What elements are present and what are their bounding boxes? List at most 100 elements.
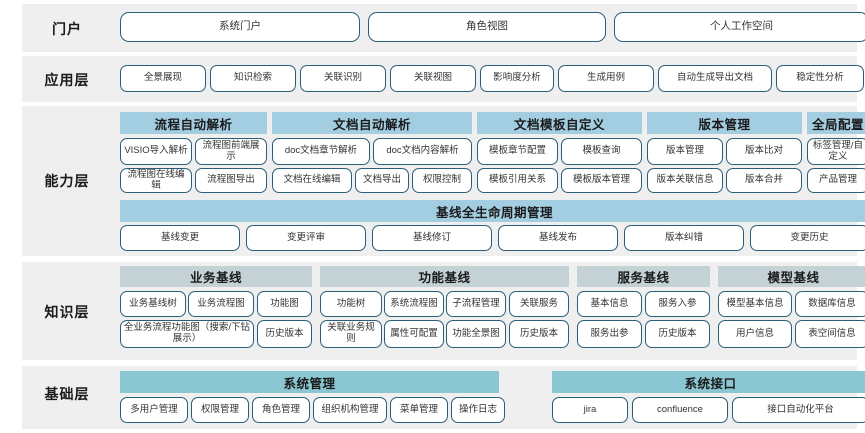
application-item-6[interactable]: 自动生成导出文档	[658, 65, 772, 92]
capability-group-4-header: 全局配置	[807, 112, 865, 134]
lifecycle-item-1[interactable]: 变更评审	[246, 225, 366, 251]
knowledge-group-2-item-1-0[interactable]: 服务出参	[577, 320, 642, 348]
knowledge-group-0-item-0-1[interactable]: 业务流程图	[188, 291, 254, 317]
foundation-group-0: 系统管理 多用户管理 权限管理 角色管理 组织机构管理 菜单管理 操作日志	[120, 371, 505, 423]
capability-group-1-item-1-0[interactable]: 文档在线编辑	[272, 168, 352, 193]
knowledge-group-0-item-0-2[interactable]: 功能图	[257, 291, 312, 317]
capability-group-1-item-0-1[interactable]: doc文档内容解析	[373, 138, 472, 165]
knowledge-group-2-header: 服务基线	[577, 266, 710, 287]
application-item-1[interactable]: 知识检索	[210, 65, 296, 92]
capability-group-1-item-1-1[interactable]: 文档导出	[355, 168, 409, 193]
foundation-group-0-item-4[interactable]: 菜单管理	[390, 397, 448, 423]
capability-group-2: 文档模板自定义 模板章节配置 模板查询 模板引用关系 模板版本管理	[477, 112, 642, 193]
capability-group-0-item-0-0[interactable]: VISIO导入解析	[120, 138, 192, 165]
capability-group-3-header: 版本管理	[647, 112, 802, 134]
capability-group-1-item-0-0[interactable]: doc文档章节解析	[272, 138, 370, 165]
foundation-group-1-item-jira[interactable]: jira	[552, 397, 628, 423]
capability-group-3-item-1-1[interactable]: 版本合并	[726, 168, 802, 193]
knowledge-group-0-item-1-0[interactable]: 全业务流程功能图（搜索/下钻展示）	[120, 320, 254, 348]
layer-band-application: 应用层 全景展现 知识检索 关联识别 关联视图 影响度分析 生成用例 自动生成导…	[22, 56, 864, 102]
knowledge-group-1-header: 功能基线	[320, 266, 569, 287]
capability-group-0: 流程自动解析 VISIO导入解析 流程图前端展示 流程图在线编辑 流程图导出	[120, 112, 267, 193]
foundation-group-0-item-2[interactable]: 角色管理	[252, 397, 310, 423]
portal-item-0[interactable]: 系统门户	[120, 12, 360, 42]
layer-body-knowledge: 业务基线 业务基线树 业务流程图 功能图 全业务流程功能图（搜索/下钻展示） 历…	[114, 262, 865, 360]
application-item-4[interactable]: 影响度分析	[480, 65, 554, 92]
capability-group-2-item-0-0[interactable]: 模板章节配置	[477, 138, 558, 165]
lifecycle-item-4[interactable]: 版本纠错	[624, 225, 744, 251]
knowledge-group-2-item-0-1[interactable]: 服务入参	[645, 291, 710, 317]
foundation-group-0-item-5[interactable]: 操作日志	[451, 397, 505, 423]
knowledge-group-0-item-1-1[interactable]: 历史版本	[257, 320, 312, 348]
capability-group-1-item-1-2[interactable]: 权限控制	[412, 168, 472, 193]
layer-label-foundation: 基础层	[44, 386, 90, 402]
knowledge-group-1-item-1-2[interactable]: 功能全景图	[446, 320, 506, 348]
portal-item-1[interactable]: 角色视图	[368, 12, 606, 42]
knowledge-group-2-item-1-1[interactable]: 历史版本	[645, 320, 710, 348]
capability-group-3-item-0-0[interactable]: 版本管理	[647, 138, 723, 165]
knowledge-group-1-item-0-0[interactable]: 功能树	[320, 291, 382, 317]
capability-group-1: 文档自动解析 doc文档章节解析 doc文档内容解析 文档在线编辑 文档导出 权…	[272, 112, 472, 193]
foundation-group-0-header: 系统管理	[120, 371, 499, 393]
capability-group-2-item-1-1[interactable]: 模板版本管理	[561, 168, 642, 193]
knowledge-group-1-item-0-1[interactable]: 系统流程图	[384, 291, 444, 317]
layer-label-capability: 能力层	[44, 173, 90, 189]
knowledge-group-1-item-0-3[interactable]: 关联服务	[509, 291, 569, 317]
knowledge-group-2-item-0-0[interactable]: 基本信息	[577, 291, 642, 317]
knowledge-group-1-item-1-1[interactable]: 属性可配置	[384, 320, 444, 348]
knowledge-group-1-item-0-2[interactable]: 子流程管理	[446, 291, 506, 317]
foundation-group-1-item-confluence[interactable]: confluence	[632, 397, 728, 423]
capability-group-3-item-0-1[interactable]: 版本比对	[726, 138, 802, 165]
layer-body-portal: 系统门户 角色视图 个人工作空间	[114, 4, 865, 52]
layer-body-application: 全景展现 知识检索 关联识别 关联视图 影响度分析 生成用例 自动生成导出文档 …	[114, 56, 864, 102]
application-item-7[interactable]: 稳定性分析	[776, 65, 864, 92]
capability-lifecycle-header: 基线全生命周期管理	[120, 200, 865, 222]
portal-item-2[interactable]: 个人工作空间	[614, 12, 865, 42]
capability-group-4-item-0-0[interactable]: 标签管理/自定义	[807, 138, 865, 165]
foundation-group-0-item-1[interactable]: 权限管理	[191, 397, 249, 423]
capability-group-4-item-1-0[interactable]: 产品管理	[807, 168, 865, 193]
lifecycle-item-5[interactable]: 变更历史	[750, 225, 865, 251]
foundation-group-0-item-0[interactable]: 多用户管理	[120, 397, 188, 423]
knowledge-group-3: 模型基线 模型基本信息 数据库信息 用户信息 表空间信息	[718, 266, 865, 348]
knowledge-group-0-header: 业务基线	[120, 266, 312, 287]
knowledge-group-1: 功能基线 功能树 系统流程图 子流程管理 关联服务 关联业务规则 属性可配置 功…	[320, 266, 569, 348]
knowledge-group-3-item-1-0[interactable]: 用户信息	[718, 320, 792, 348]
knowledge-group-0-item-0-0[interactable]: 业务基线树	[120, 291, 186, 317]
layer-band-capability: 能力层 流程自动解析 VISIO导入解析 流程图前端展示 流程图在线编辑 流程图…	[22, 106, 865, 256]
lifecycle-item-2[interactable]: 基线修订	[372, 225, 492, 251]
capability-group-3-item-1-0[interactable]: 版本关联信息	[647, 168, 723, 193]
foundation-group-0-item-3[interactable]: 组织机构管理	[313, 397, 387, 423]
foundation-group-1-item-api-platform[interactable]: 接口自动化平台	[732, 397, 865, 423]
knowledge-group-3-item-0-1[interactable]: 数据库信息	[795, 291, 865, 317]
capability-group-0-header: 流程自动解析	[120, 112, 267, 134]
capability-group-2-item-1-0[interactable]: 模板引用关系	[477, 168, 558, 193]
capability-group-1-header: 文档自动解析	[272, 112, 472, 134]
knowledge-group-1-item-1-0[interactable]: 关联业务规则	[320, 320, 382, 348]
capability-group-0-item-1-0[interactable]: 流程图在线编辑	[120, 168, 192, 193]
knowledge-group-2: 服务基线 基本信息 服务入参 服务出参 历史版本	[577, 266, 710, 348]
application-item-0[interactable]: 全景展现	[120, 65, 206, 92]
capability-group-0-item-1-1[interactable]: 流程图导出	[195, 168, 267, 193]
layer-band-foundation: 基础层 系统管理 多用户管理 权限管理 角色管理 组织机构管理 菜单管理 操作日…	[22, 366, 865, 429]
application-item-5[interactable]: 生成用例	[558, 65, 654, 92]
capability-group-4: 全局配置 标签管理/自定义 产品管理	[807, 112, 865, 193]
foundation-group-1-header: 系统接口	[552, 371, 865, 393]
lifecycle-item-3[interactable]: 基线发布	[498, 225, 618, 251]
capability-group-0-item-0-1[interactable]: 流程图前端展示	[195, 138, 267, 165]
layer-band-portal: 门户 系统门户 角色视图 个人工作空间	[22, 4, 865, 52]
knowledge-group-1-item-1-3[interactable]: 历史版本	[509, 320, 569, 348]
layer-body-capability: 流程自动解析 VISIO导入解析 流程图前端展示 流程图在线编辑 流程图导出 文…	[114, 106, 865, 256]
layer-label-portal: 门户	[52, 21, 82, 37]
application-item-3[interactable]: 关联视图	[390, 65, 476, 92]
capability-group-2-header: 文档模板自定义	[477, 112, 642, 134]
application-item-2[interactable]: 关联识别	[300, 65, 386, 92]
knowledge-group-3-header: 模型基线	[718, 266, 865, 287]
capability-group-2-item-0-1[interactable]: 模板查询	[561, 138, 642, 165]
lifecycle-item-0[interactable]: 基线变更	[120, 225, 240, 251]
knowledge-group-3-item-0-0[interactable]: 模型基本信息	[718, 291, 792, 317]
layer-body-foundation: 系统管理 多用户管理 权限管理 角色管理 组织机构管理 菜单管理 操作日志 系统…	[114, 366, 865, 429]
knowledge-group-3-item-1-1[interactable]: 表空间信息	[795, 320, 865, 348]
capability-lifecycle-row: 基线变更 变更评审 基线修订 基线发布 版本纠错 变更历史	[120, 225, 865, 251]
